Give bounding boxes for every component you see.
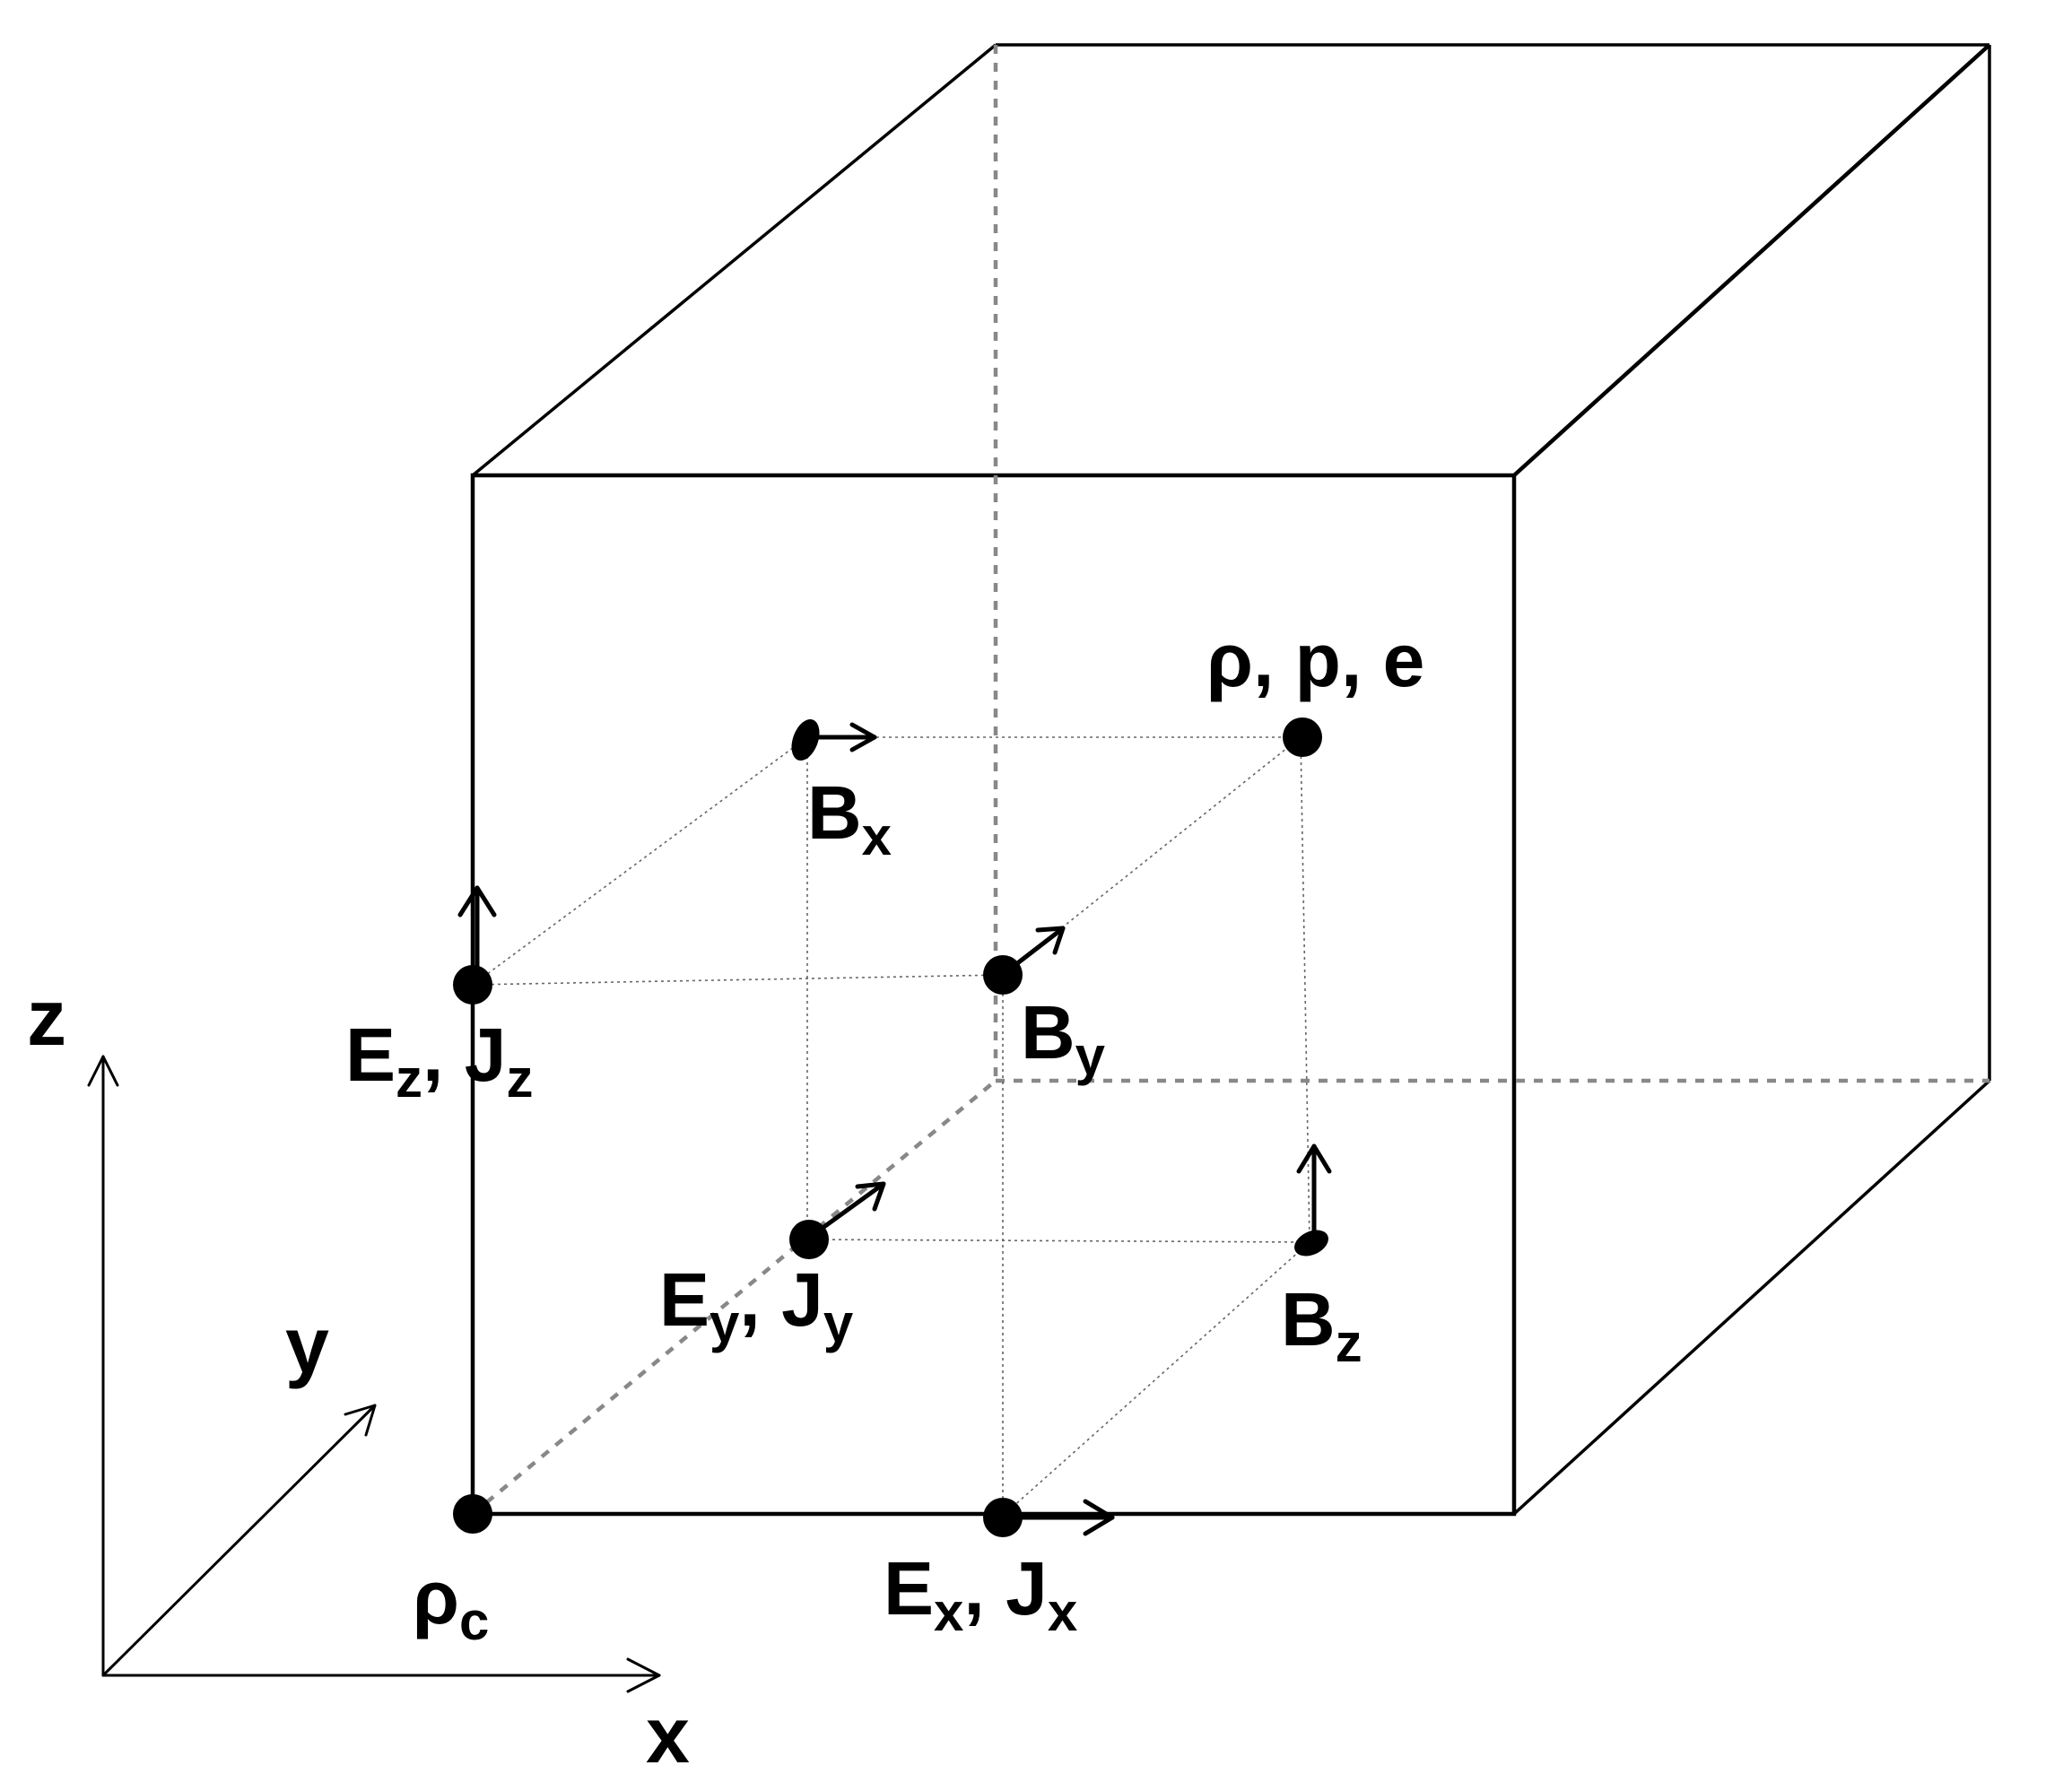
ey-jy-label: Ey, Jy bbox=[659, 1257, 854, 1353]
cube-top-edge-left bbox=[471, 43, 997, 477]
ex-jx-label: Ex, Jx bbox=[884, 1546, 1077, 1642]
jx-main: J bbox=[1006, 1546, 1048, 1631]
rho-c-dot bbox=[453, 1494, 492, 1534]
ey-dot bbox=[789, 1220, 829, 1259]
ey-sep: , bbox=[739, 1257, 781, 1342]
coordinate-axes: z y x bbox=[27, 973, 690, 1774]
by-sub: y bbox=[1075, 1026, 1106, 1086]
ey-main: E bbox=[659, 1257, 710, 1342]
y-axis-label: y bbox=[285, 1300, 329, 1389]
ex-sub: x bbox=[934, 1582, 963, 1642]
cube-hidden-diagonal bbox=[471, 1079, 997, 1516]
bx-label: Bx bbox=[807, 770, 892, 866]
by-arrowhead bbox=[1035, 926, 1066, 955]
jz-sub: z bbox=[506, 1048, 533, 1109]
ez-sep: , bbox=[422, 1013, 465, 1097]
point-labels: ρc Ex, Jx Ey, Jy Ez, Jz Bx By Bz ρ, p, e bbox=[345, 618, 1424, 1651]
bz-dot bbox=[1294, 1230, 1328, 1257]
bx-dot bbox=[791, 718, 820, 761]
x-axis-label: x bbox=[646, 1691, 690, 1774]
bz-sub: z bbox=[1336, 1313, 1362, 1373]
jy-sub: y bbox=[823, 1293, 854, 1353]
bz-label: Bz bbox=[1281, 1277, 1362, 1373]
ez-sub: z bbox=[396, 1048, 422, 1109]
ey-arrowhead bbox=[855, 1181, 886, 1212]
grid-points bbox=[453, 717, 1328, 1537]
y-axis-arrowhead bbox=[344, 1404, 377, 1437]
bx-main: B bbox=[807, 770, 862, 855]
bx-arrowhead bbox=[849, 722, 877, 752]
by-label: By bbox=[1021, 990, 1106, 1086]
ez-arrowhead bbox=[457, 885, 497, 917]
by-main: B bbox=[1021, 990, 1075, 1074]
cube-top-edge-right bbox=[1512, 43, 1991, 477]
z-axis-arrowhead bbox=[87, 1055, 119, 1087]
inner-line bbox=[806, 1239, 1310, 1243]
jz-main: J bbox=[465, 1013, 507, 1097]
component-arrows bbox=[457, 722, 1332, 1536]
center-dot bbox=[1283, 717, 1322, 757]
bz-arrowhead bbox=[1296, 1144, 1332, 1174]
jy-main: J bbox=[781, 1257, 823, 1342]
bx-sub: x bbox=[862, 806, 892, 866]
ez-main: E bbox=[345, 1013, 396, 1097]
rho-c-main: ρ bbox=[413, 1555, 459, 1639]
by-dot bbox=[983, 955, 1023, 995]
ex-sep: , bbox=[963, 1546, 1006, 1631]
ez-dot bbox=[453, 965, 492, 1004]
ex-dot bbox=[983, 1498, 1023, 1537]
rho-c-sub: c bbox=[459, 1591, 489, 1651]
center-label: ρ, p, e bbox=[1206, 618, 1424, 702]
y-axis-line bbox=[101, 1404, 377, 1677]
cube-right-edge-bottom bbox=[1512, 1079, 1991, 1516]
jx-sub: x bbox=[1048, 1582, 1077, 1642]
cube bbox=[470, 43, 1991, 1517]
inner-line bbox=[1002, 1241, 1310, 1517]
ez-jz-label: Ez, Jz bbox=[345, 1013, 533, 1109]
inner-line bbox=[472, 736, 808, 986]
ex-main: E bbox=[884, 1546, 934, 1631]
ey-sub: y bbox=[710, 1293, 740, 1353]
bz-main: B bbox=[1281, 1277, 1336, 1361]
rho-c-label: ρc bbox=[413, 1555, 489, 1651]
z-axis-label: z bbox=[27, 973, 66, 1062]
inner-line bbox=[472, 974, 1004, 986]
ex-arrowhead bbox=[1083, 1499, 1115, 1536]
x-axis-arrowhead bbox=[626, 1657, 661, 1693]
